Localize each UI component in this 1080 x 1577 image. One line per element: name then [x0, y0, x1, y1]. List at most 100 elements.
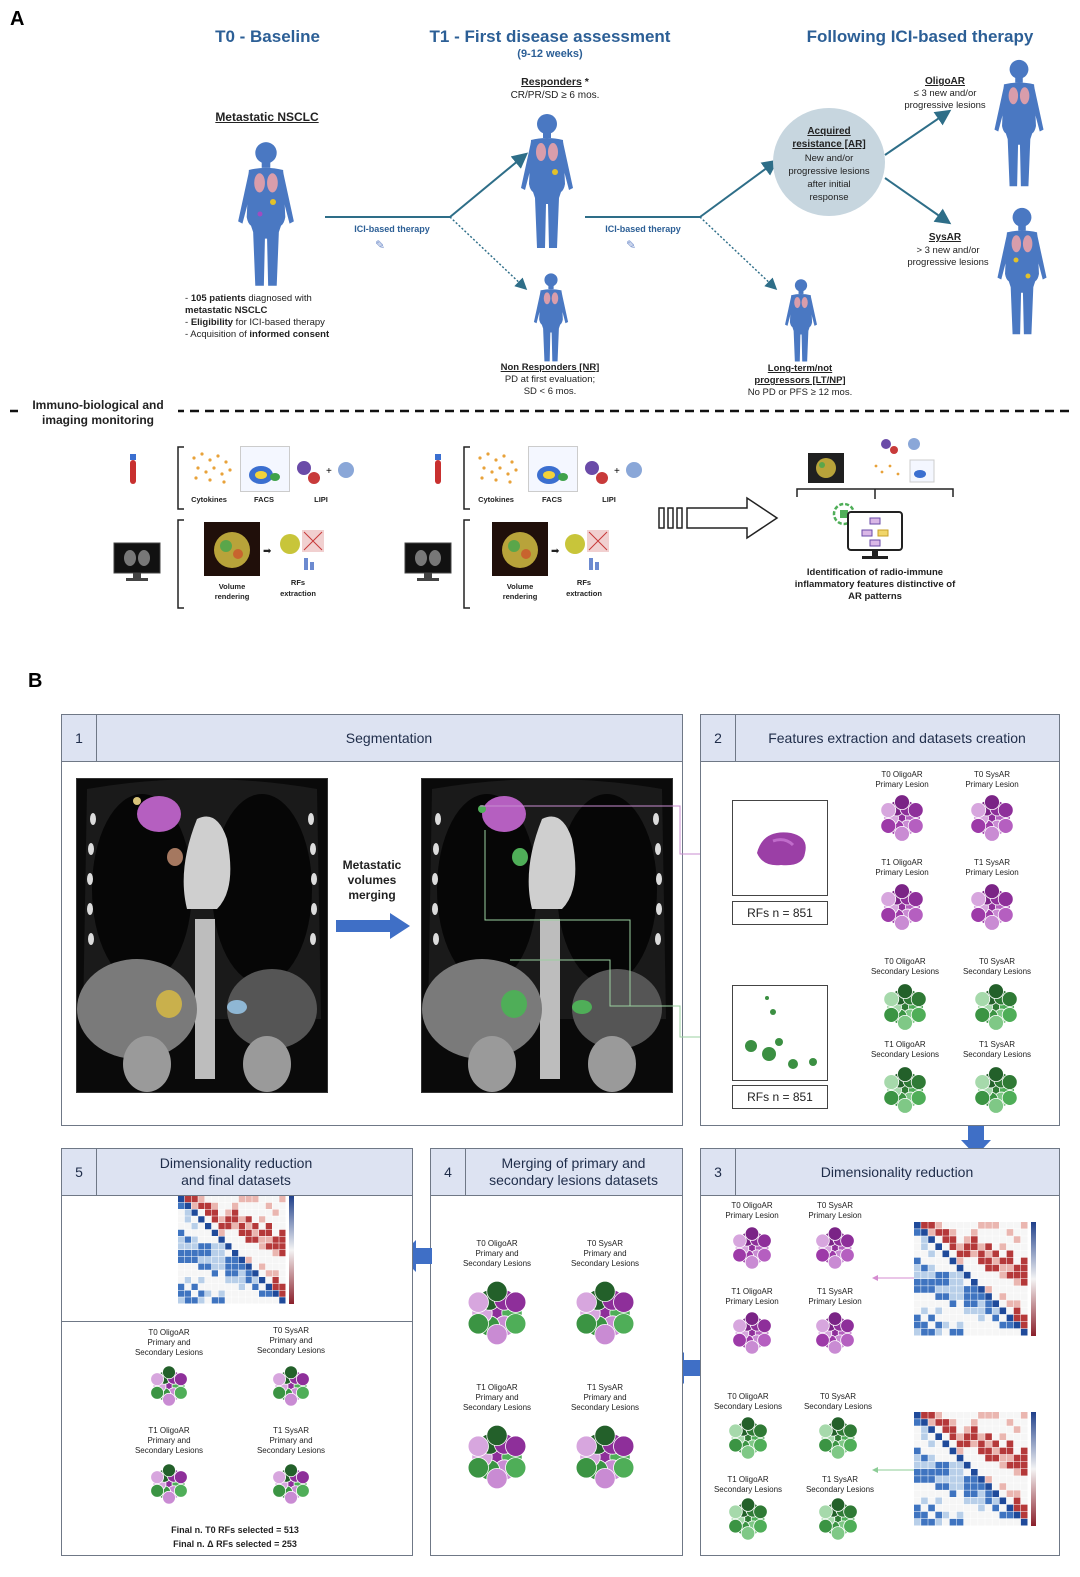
cytokines-label: Cytokines — [478, 495, 514, 504]
monitor-icon — [113, 542, 161, 581]
down-arrow-icon — [961, 1126, 991, 1156]
green-arrow — [872, 1467, 914, 1473]
baseline-title: Metastatic NSCLC — [215, 110, 319, 124]
panel-a-letter: A — [10, 8, 25, 30]
bio-markers-thumbnail — [870, 436, 940, 484]
step2-header: 2 Features extraction and datasets creat… — [701, 715, 1059, 762]
volume-thumbnail-image — [808, 453, 844, 483]
note-line-1: - 105 patients diagnosed with — [185, 293, 312, 304]
puzzle-final-icon — [272, 1463, 310, 1505]
note-line-3: - Eligibility for ICI-based therapy — [185, 317, 325, 328]
secondary-rfs-count: RFs n = 851 — [732, 1085, 828, 1109]
step3-title: Dimensionality reduction — [820, 1163, 974, 1180]
identification-line-3: AR patterns — [848, 591, 902, 602]
identification-text: Identification of radio-immune inflammat… — [780, 567, 970, 603]
identification-line-1: Identification of radio-immune — [806, 567, 944, 578]
oligoar-desc-2: progressive lesions — [904, 100, 986, 111]
oligoar-title: OligoAR — [925, 76, 965, 87]
step5-divider — [62, 1321, 412, 1322]
panel-b-letter: B — [28, 670, 43, 692]
oligoar-desc-1: ≤ 3 new and/or — [913, 88, 977, 99]
sysar-desc-1: > 3 new and/or — [916, 245, 980, 256]
svg-text:+: + — [326, 466, 332, 477]
lipi-label: LIPI — [602, 495, 616, 504]
big-right-arrow-icon — [658, 496, 779, 540]
puzzle-secondary-icon — [974, 1066, 1018, 1114]
step5-header: 5 Dimensionality reduction and final dat… — [62, 1149, 412, 1196]
brace — [177, 446, 184, 510]
volume-rendering-image — [204, 522, 260, 576]
rfs-extraction-icon — [278, 526, 328, 574]
sysar-title: SysAR — [928, 232, 962, 243]
volume-label-1: Volume — [506, 582, 534, 591]
volume-rendering-image — [492, 522, 548, 576]
step5-title-1: Dimensionality reduction — [159, 1155, 313, 1171]
puzzle-secondary-icon — [883, 983, 927, 1031]
puzzle-secondary-icon — [728, 1416, 768, 1460]
correlation-matrix-secondary — [914, 1412, 1038, 1526]
step5-number: 5 — [62, 1149, 97, 1195]
final-delta-count: Final n. Δ RFs selected = 253 — [173, 1539, 297, 1549]
puzzle-secondary-icon — [728, 1497, 768, 1541]
facs-label: FACS — [253, 495, 274, 504]
puzzle-secondary-icon — [818, 1416, 858, 1460]
ltnp-desc: No PD or PFS ≥ 12 mos. — [747, 387, 853, 398]
nonresponders-desc-2: SD < 6 mos. — [523, 386, 577, 397]
step1-header: 1 Segmentation — [62, 715, 682, 762]
brace — [177, 519, 184, 609]
puzzle-merged-icon — [575, 1424, 635, 1490]
puzzle-final-icon — [150, 1365, 188, 1407]
final-t0-count: Final n. T0 RFs selected = 513 — [171, 1525, 299, 1535]
responder-human-icon — [521, 114, 573, 248]
step2-title: Features extraction and datasets creatio… — [768, 729, 1026, 746]
puzzle-merged-icon — [575, 1280, 635, 1346]
ltnp-title-2: progressors [LT/NP] — [754, 375, 846, 386]
puzzle-primary-icon — [815, 1226, 855, 1270]
lipi-icon: + — [582, 456, 646, 488]
ar-desc-1: New and/or — [804, 153, 854, 164]
puzzle-final-icon — [150, 1463, 188, 1505]
puzzle-primary-icon — [732, 1226, 772, 1270]
following-heading: Following ICI-based therapy — [806, 27, 1034, 46]
rfs-label-2: extraction — [566, 589, 602, 598]
puzzle-merged-icon — [467, 1280, 527, 1346]
puzzle-primary-icon — [880, 883, 924, 931]
baseline-human-icon — [238, 142, 294, 286]
blood-tube-icon — [430, 452, 446, 488]
ltnp-title-1: Long-term/not — [767, 363, 833, 374]
merge-label-2: volumes — [347, 873, 397, 887]
arrow-right-icon: ➡ — [263, 546, 272, 557]
lipi-icon: + — [294, 456, 358, 488]
step1-title: Segmentation — [345, 729, 433, 746]
step3-header: 3 Dimensionality reduction — [701, 1149, 1059, 1196]
rfs-label-1: RFs — [576, 578, 592, 587]
facs-label: FACS — [541, 495, 562, 504]
bracket — [796, 488, 954, 499]
rfs-label-1: RFs — [290, 578, 306, 587]
facs-plot-icon — [240, 446, 290, 492]
correlation-matrix-primary — [914, 1222, 1038, 1336]
primary-rfs-count: RFs n = 851 — [732, 901, 828, 925]
ar-title-1: Acquired — [807, 126, 851, 137]
rfs-extraction-icon — [563, 526, 613, 574]
cytokines-icon — [474, 448, 522, 488]
volume-label-2: rendering — [502, 592, 538, 601]
ct-scan-merged-image — [421, 778, 673, 1093]
volume-label-2: rendering — [214, 592, 250, 601]
brace — [463, 519, 470, 609]
cytokines-icon — [188, 448, 236, 488]
pink-arrow — [872, 1275, 914, 1281]
